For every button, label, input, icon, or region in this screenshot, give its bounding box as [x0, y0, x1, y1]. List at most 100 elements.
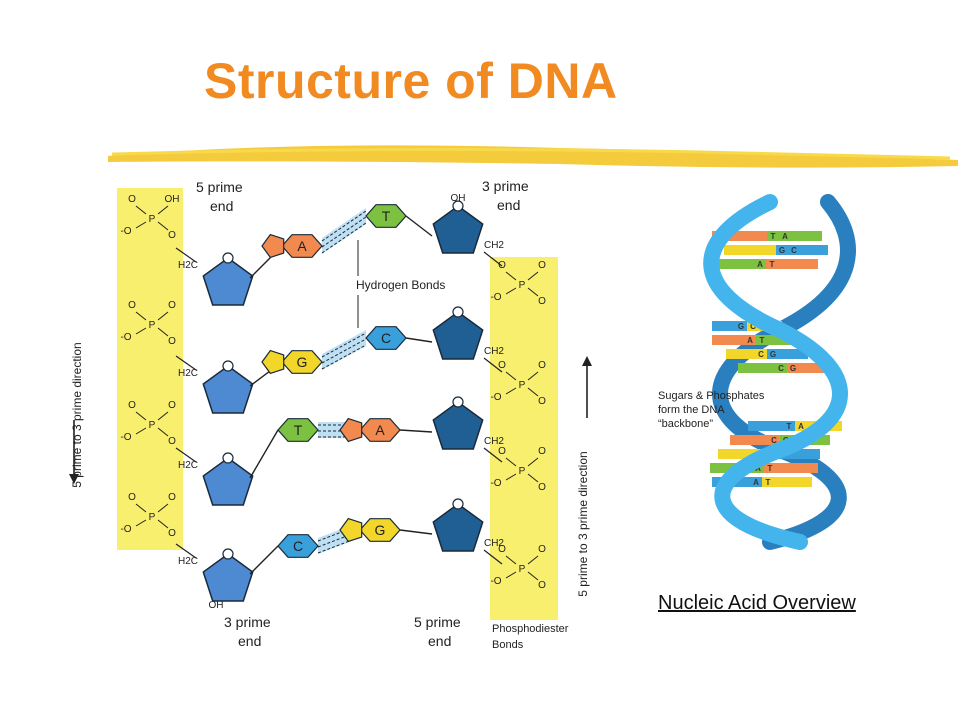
hydrogen-bonds-label: Hydrogen Bonds — [356, 278, 445, 292]
oxygen-atom: -O — [490, 292, 501, 303]
oxygen-atom: O — [168, 300, 176, 311]
helix-rung-letter: G — [779, 246, 785, 255]
hydrogen-bond — [321, 216, 367, 248]
deoxyribose-sugar: H2C — [178, 548, 254, 602]
hydrogen-bond — [321, 344, 367, 370]
base-pair: GC — [249, 326, 433, 387]
oxygen-atom: O — [538, 360, 546, 371]
phosphorus-atom: P — [149, 320, 156, 331]
base-letter: A — [297, 238, 307, 254]
oxygen-atom: O — [168, 336, 176, 347]
backbone-bonds — [175, 247, 503, 565]
phosphodiester-bonds-line1: Phosphodiester — [492, 623, 569, 635]
oxygen-atom: O — [538, 396, 546, 407]
oxygen-atom: O — [498, 260, 506, 271]
helix-rung-letter: G — [790, 364, 796, 373]
oxygen-atom: O — [538, 260, 546, 271]
deoxyribose-sugar: H2C — [178, 452, 254, 506]
helix-rung-letter: A — [747, 336, 753, 345]
deoxyribose-sugar: CH2 — [432, 306, 504, 360]
oxygen-atom: O — [538, 482, 546, 493]
base-C: C — [277, 534, 319, 558]
hydrogen-bond — [321, 210, 367, 242]
three-prime-end-top-line2: end — [497, 197, 520, 213]
helix-rung-letter: C — [778, 364, 784, 373]
helix-rung-letter: A — [755, 464, 761, 473]
helix-rung-letter: T — [768, 464, 773, 473]
hydrogen-bond — [321, 338, 367, 364]
hydrogen-bond — [321, 332, 367, 358]
base-C: C — [365, 326, 407, 350]
methylene-label: H2C — [178, 556, 198, 567]
base-A: A — [339, 417, 401, 443]
base-letter: T — [382, 208, 391, 224]
hydrogen-bond — [321, 222, 367, 254]
oxygen-atom: -O — [120, 524, 131, 535]
methylene-label: CH2 — [484, 436, 504, 447]
five-prime-end-top-line1: 5 prime — [196, 179, 243, 195]
left-direction-label: 5 prime to 3 prime direction — [70, 342, 84, 487]
oxygen-atom: -O — [490, 392, 501, 403]
phosphate-backbone-left — [117, 188, 183, 550]
phosphorus-atom: P — [149, 420, 156, 431]
oxygen-atom: O — [168, 492, 176, 503]
helix-caption-line3: “backbone” — [658, 418, 713, 430]
deoxyribose-sugar: CH2 — [432, 200, 504, 254]
helix-caption-line1: Sugars & Phosphates — [658, 390, 765, 402]
phosphate-group: P O O -O O — [120, 300, 176, 347]
base-letter: G — [297, 354, 308, 370]
helix-rung-letter: A — [782, 232, 788, 241]
phosphodiester-bonds-line2: Bonds — [492, 639, 524, 651]
oxygen-atom: O — [168, 400, 176, 411]
helix-rung-letter: A — [753, 478, 759, 487]
helix-rung-letter: T — [770, 260, 775, 269]
base-G: G — [339, 517, 401, 543]
helix-front-strand — [703, 194, 848, 550]
helix-rung-letter: T — [787, 422, 792, 431]
base-letter: T — [294, 422, 303, 438]
helix-rung-letter: T — [771, 232, 776, 241]
ring-oxygen — [222, 360, 234, 372]
methylene-label: H2C — [178, 260, 198, 271]
deoxyribose-sugar: CH2 — [432, 396, 504, 450]
helix-rung-letter: T — [766, 478, 771, 487]
five-prime-end-bottom-line2: end — [428, 633, 451, 649]
helix-back-strand — [712, 194, 856, 550]
nucleic-acid-overview-link[interactable]: Nucleic Acid Overview — [658, 592, 856, 614]
base-A: A — [261, 233, 323, 259]
oxygen-atom: O — [168, 436, 176, 447]
deoxyribose-sugar: H2C — [178, 360, 254, 414]
ring-oxygen — [222, 252, 234, 264]
ring-oxygen — [222, 452, 234, 464]
phosphorus-atom: P — [149, 214, 156, 225]
helix-rung-letter: A — [798, 422, 804, 431]
base-letter: C — [293, 538, 303, 554]
oxygen-atom: -O — [120, 432, 131, 443]
helix-caption-line2: form the DNA — [658, 404, 725, 416]
oxygen-atom: O — [128, 300, 136, 311]
oxygen-atom: O — [168, 230, 176, 241]
methylene-label: CH2 — [484, 240, 504, 251]
three-prime-end-bottom-line1: 3 prime — [224, 614, 271, 630]
oxygen-atom: -O — [120, 332, 131, 343]
helix-rung-letter: C — [771, 436, 777, 445]
methylene-label: H2C — [178, 460, 198, 471]
title-underline — [108, 145, 958, 168]
oxygen-atom: O — [498, 360, 506, 371]
oxygen-atom: O — [538, 580, 546, 591]
methylene-label: CH2 — [484, 346, 504, 357]
phosphorus-atom: P — [519, 564, 526, 575]
five-prime-end-bottom-line1: 5 prime — [414, 614, 461, 630]
